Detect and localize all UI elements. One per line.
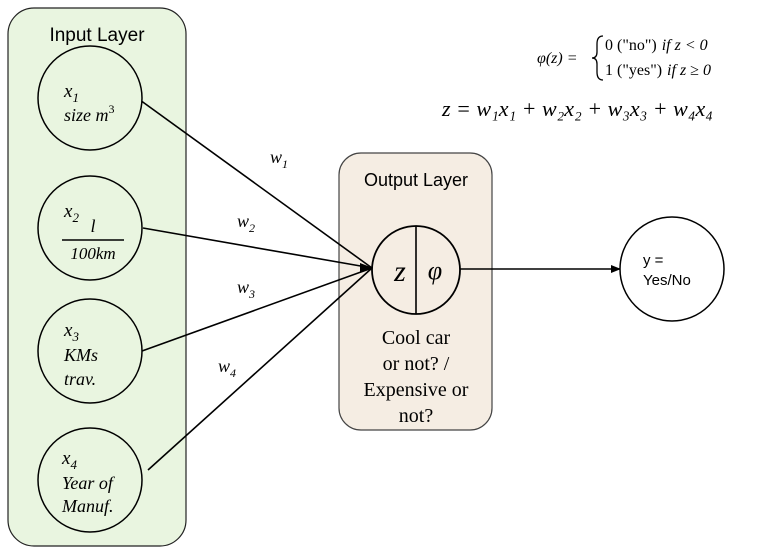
connection-x1 (139, 99, 373, 269)
input-neuron-x1: x1 size m3 (37, 45, 143, 151)
weighted-sum-formula: z = w₁x₁ + w₂x₂ + w₃x₃ + w₄x₄ (441, 96, 713, 121)
output-neuron: z φ (371, 225, 461, 315)
output-layer-title: Output Layer (364, 170, 468, 190)
input-layer-title: Input Layer (49, 25, 145, 46)
result-line1: y = (643, 252, 664, 269)
piecewise-brace (591, 35, 604, 81)
input-x3-label: x3 (63, 320, 79, 344)
activation-function: φ(z) = 0 ("no")if z < 0 1 ("yes")if z ≥ … (537, 35, 711, 81)
input-x3-line2: trav. (64, 369, 96, 389)
input-x2-label: x2 (63, 201, 79, 225)
input-neuron-x4: x4 Year of Manuf. (37, 427, 143, 533)
weight-w4-label: w4 (218, 356, 236, 380)
weight-w1-label: w1 (270, 147, 288, 171)
input-x4-line1: Year of (62, 473, 116, 493)
result-node: y = Yes/No (619, 216, 725, 322)
activation-case2: 1 ("yes")if z ≥ 0 (605, 62, 711, 79)
convergence-arrowhead (360, 263, 373, 273)
neuron-activation-symbol: φ (428, 256, 442, 285)
input-x1-caption: size m3 (64, 102, 115, 125)
input-x1-label: x1 (63, 81, 79, 105)
connection-x4 (147, 267, 373, 471)
output-caption: Cool car or not? / Expensive or not? (364, 327, 469, 427)
weight-connections (139, 99, 373, 471)
output-caption-line2: or not? / (383, 353, 450, 375)
output-caption-line1: Cool car (382, 327, 451, 349)
input-x4-line2: Manuf. (61, 496, 114, 516)
result-line2: Yes/No (643, 272, 691, 289)
weight-w2-label: w2 (237, 211, 255, 235)
input-x4-label: x4 (61, 448, 77, 472)
weight-w3-label: w3 (237, 277, 255, 301)
input-x2-denominator: 100km (70, 244, 115, 263)
activation-lhs: φ(z) = (537, 50, 578, 67)
input-x3-line1: KMs (63, 345, 98, 365)
connection-x2 (142, 227, 373, 269)
input-neuron-x2: x2 l 100km (37, 175, 143, 281)
neuron-sum-symbol: z (393, 255, 406, 288)
input-neuron-x3: x3 KMs trav. (37, 298, 143, 404)
output-caption-line4: not? (399, 405, 434, 427)
output-caption-line3: Expensive or (364, 379, 469, 401)
connection-x3 (141, 267, 373, 352)
input-x2-numerator: l (90, 216, 95, 236)
activation-case1: 0 ("no")if z < 0 (605, 37, 708, 54)
